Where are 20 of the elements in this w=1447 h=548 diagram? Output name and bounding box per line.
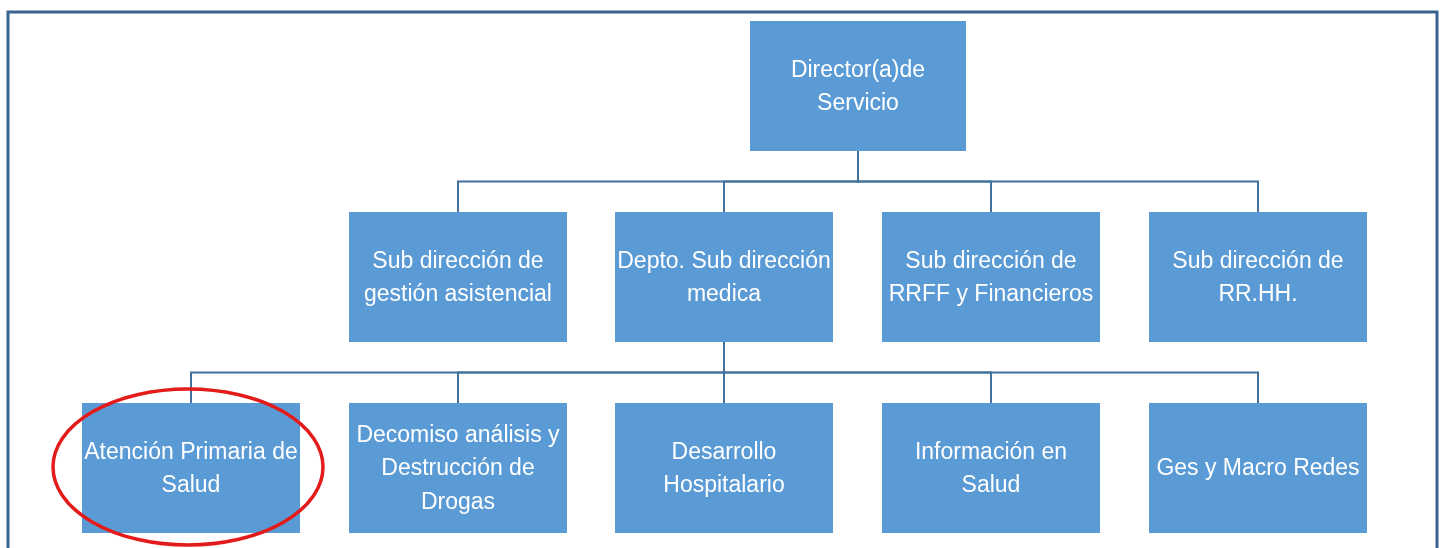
org-box [750, 21, 966, 151]
box-label: Información en Salud [913, 436, 1069, 499]
org-box [1149, 403, 1367, 533]
org-box [349, 212, 567, 342]
box-label: Ges y Macro Redes [1156, 453, 1360, 483]
box-label: Sub dirección de RRFF y Financieros [887, 245, 1095, 308]
org-box [882, 403, 1100, 533]
box-label: Sub dirección de RR.HH. [1171, 245, 1345, 308]
org-box [882, 212, 1100, 342]
org-box [82, 403, 300, 533]
box-label: Desarrollo Hospitalario [662, 436, 786, 499]
box-label: Sub dirección de gestión asistencial [363, 245, 553, 308]
box-label: Atención Primaria de Salud [84, 436, 298, 499]
box-label: Decomiso análisis y Destrucción de Drogas [355, 420, 561, 516]
box-label: Director(a)de Servicio [789, 54, 927, 117]
org-box [1149, 212, 1367, 342]
org-box [615, 212, 833, 342]
box-label: Depto. Sub dirección medica [617, 245, 831, 308]
org-box [615, 403, 833, 533]
org-box [349, 403, 567, 533]
